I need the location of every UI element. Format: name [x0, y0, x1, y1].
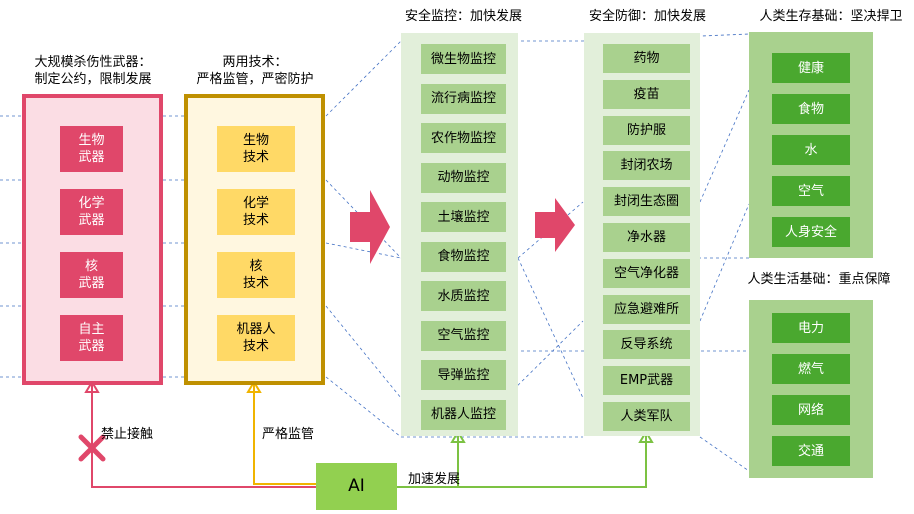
- dual-robot[interactable]: 机器人技术: [217, 315, 295, 361]
- defense-item[interactable]: 净水器: [603, 223, 690, 252]
- monitor-item[interactable]: 土壤监控: [421, 202, 506, 232]
- defense-item[interactable]: 封闭农场: [603, 151, 690, 181]
- defense-item[interactable]: 空气净化器: [603, 258, 690, 288]
- defense-item[interactable]: EMP武器: [603, 366, 690, 396]
- edge-regulate: [253, 385, 316, 485]
- dual-bio-line2: 技术: [242, 150, 269, 165]
- weapon-autonomous-line2: 武器: [78, 339, 105, 354]
- weapon-bio[interactable]: 生物武器: [60, 126, 123, 172]
- living-item[interactable]: 电力: [772, 313, 850, 343]
- monitor-title: 安全监控：加快发展: [404, 9, 522, 24]
- dual-nuclear[interactable]: 核技术: [217, 252, 295, 298]
- weapons-title: 大规模杀伤性武器： 制定公约，限制发展: [22, 54, 164, 88]
- forbid-label: 禁止接触: [101, 427, 154, 442]
- weapon-autonomous[interactable]: 自主武器: [60, 315, 123, 361]
- forbid-cross-icon: [78, 434, 106, 462]
- dual-title-line2: 严格监管，严密防护: [196, 72, 314, 87]
- weapon-bio-line2: 武器: [78, 150, 105, 165]
- dual-title: 两用技术： 严格监管，严密防护: [184, 54, 326, 88]
- monitor-item[interactable]: 导弹监控: [421, 360, 506, 390]
- ai-node[interactable]: AI: [316, 463, 397, 510]
- weapon-chem-line2: 武器: [78, 213, 105, 228]
- living-title: 人类生活基础：重点保障: [747, 272, 891, 287]
- monitor-item[interactable]: 机器人监控: [421, 399, 506, 430]
- defense-item[interactable]: 药物: [603, 44, 690, 73]
- weapon-autonomous-line1: 自主: [78, 322, 105, 337]
- dual-title-line1: 两用技术：: [222, 55, 288, 70]
- survival-item[interactable]: 食物: [772, 94, 850, 124]
- monitor-item[interactable]: 水质监控: [421, 281, 506, 311]
- dual-bio-line1: 生物: [242, 133, 269, 148]
- weapons-title-line2: 制定公约，限制发展: [34, 72, 152, 87]
- dual-chem-line2: 技术: [242, 213, 269, 228]
- edge-forbid: [91, 385, 316, 488]
- survival-title: 人类生存基础：坚决捍卫: [759, 9, 903, 24]
- defense-item[interactable]: 疫苗: [603, 79, 690, 109]
- living-item[interactable]: 燃气: [772, 354, 850, 384]
- survival-item[interactable]: 人身安全: [772, 217, 850, 247]
- defense-item[interactable]: 反导系统: [603, 330, 690, 360]
- accelerate-label: 加速发展: [408, 472, 461, 487]
- monitor-item[interactable]: 流行病监控: [421, 83, 506, 114]
- survival-item[interactable]: 空气: [772, 176, 850, 206]
- weapon-bio-line1: 生物: [78, 133, 105, 148]
- weapon-nuclear-line1: 核: [84, 259, 98, 274]
- edge-accelerate-defense: [458, 435, 647, 488]
- defense-item[interactable]: 应急避难所: [603, 294, 690, 324]
- flow-arrow-2: [535, 198, 575, 252]
- dual-chem-line1: 化学: [242, 196, 269, 211]
- dual-nuclear-line2: 技术: [242, 276, 269, 291]
- weapons-title-line1: 大规模杀伤性武器：: [34, 55, 152, 70]
- dual-robot-line1: 机器人: [236, 322, 276, 337]
- monitor-item[interactable]: 动物监控: [421, 162, 506, 193]
- weapon-nuclear[interactable]: 核武器: [60, 252, 123, 298]
- defense-item[interactable]: 人类军队: [603, 402, 690, 431]
- dual-robot-line2: 技术: [242, 339, 269, 354]
- dual-chem[interactable]: 化学技术: [217, 189, 295, 235]
- weapon-chem[interactable]: 化学武器: [60, 189, 123, 235]
- monitor-item[interactable]: 食物监控: [421, 241, 506, 272]
- flow-arrow-1: [350, 190, 390, 264]
- defense-item[interactable]: 封闭生态圈: [603, 187, 690, 217]
- defense-title: 安全防御：加快发展: [588, 9, 706, 24]
- survival-item[interactable]: 水: [772, 135, 850, 165]
- defense-item[interactable]: 防护服: [603, 115, 690, 145]
- weapon-nuclear-line2: 武器: [78, 276, 105, 291]
- monitor-item[interactable]: 农作物监控: [421, 123, 506, 153]
- living-item[interactable]: 交通: [772, 436, 850, 466]
- regulate-label: 严格监管: [262, 427, 315, 442]
- living-item[interactable]: 网络: [772, 395, 850, 425]
- dual-bio[interactable]: 生物技术: [217, 126, 295, 172]
- monitor-item[interactable]: 微生物监控: [421, 44, 506, 74]
- survival-item[interactable]: 健康: [772, 53, 850, 83]
- dual-nuclear-line1: 核: [249, 259, 263, 274]
- monitor-item[interactable]: 空气监控: [421, 320, 506, 351]
- weapon-chem-line1: 化学: [78, 196, 105, 211]
